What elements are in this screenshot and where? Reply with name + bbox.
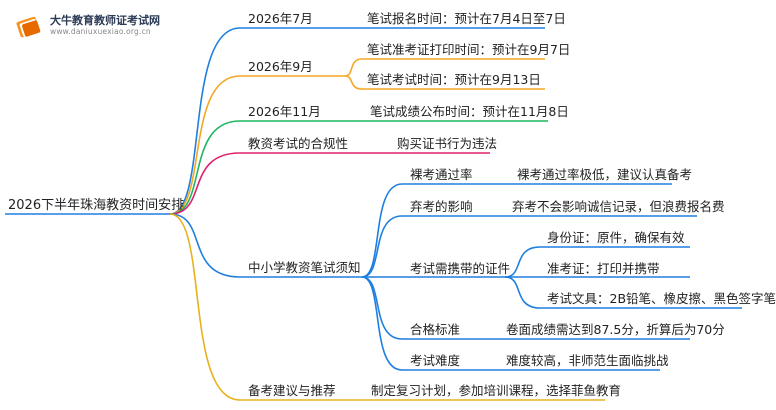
leaf-admission-ticket: 准考证：打印并携带	[547, 261, 660, 276]
connector-id-card	[504, 246, 541, 278]
branch-nov: 2026年11月	[248, 104, 321, 119]
branch-compliance: 教资考试的合规性	[248, 136, 349, 151]
connector-compliance	[169, 152, 241, 215]
leaf-difficulty-detail: 难度较高，非师范生面临挑战	[506, 353, 669, 368]
sub-documents: 考试需携带的证件	[410, 261, 511, 276]
brand-title: 大牛教育教师证考试网	[50, 14, 160, 27]
branch-sep: 2026年9月	[248, 59, 313, 74]
leaf-score-release: 笔试成绩公布时间：预计在11月8日	[370, 104, 569, 119]
leaf-absence-detail: 弃考不会影响诚信记录，但浪费报名费	[512, 199, 725, 214]
sub-pass-standard: 合格标准	[410, 322, 461, 337]
leaf-admission-print: 笔试准考证打印时间：预计在9月7日	[367, 42, 571, 57]
root-node: 2026下半年珠海教资时间安排	[8, 198, 185, 213]
connector-difficulty	[361, 276, 403, 371]
connector-advice	[169, 213, 241, 401]
book-logo-icon	[16, 16, 41, 38]
connector-stationery	[504, 276, 541, 309]
sub-absence: 弃考的影响	[410, 199, 473, 214]
sub-difficulty: 考试难度	[410, 353, 461, 368]
connector-sep	[169, 75, 241, 215]
leaf-registration: 笔试报名时间：预计在7月4日至7日	[367, 11, 566, 26]
leaf-score-detail: 卷面成绩需达到87.5分，折算后为70分	[506, 322, 725, 337]
leaf-stationery: 考试文具：2B铅笔、橡皮擦、黑色签字笔	[547, 291, 776, 306]
branch-advice: 备考建议与推荐	[248, 383, 336, 398]
leaf-study-plan: 制定复习计划，参加培训课程，选择菲鱼教育	[371, 383, 622, 398]
sub-pass-rate: 裸考通过率	[410, 167, 473, 182]
branch-jul: 2026年7月	[248, 11, 313, 26]
leaf-pass-rate-detail: 裸考通过率极低，建议认真备考	[517, 167, 693, 182]
connector-nov	[169, 120, 241, 215]
leaf-exam-date: 笔试考试时间：预计在9月13日	[367, 72, 541, 87]
brand-url: www.daniuxuexiao.org.cn	[50, 27, 151, 36]
connector-pass-rate	[361, 183, 403, 278]
mind-map: 大牛教育教师证考试网 www.daniuxuexiao.org.cn 2026下…	[5, 11, 776, 401]
connector-pass-standard	[361, 276, 403, 340]
leaf-id-card: 身份证：原件，确保有效	[547, 230, 685, 245]
leaf-illegal: 购买证书行为违法	[397, 136, 498, 151]
branch-notice: 中小学教资笔试须知	[248, 260, 361, 275]
connector-exam-date	[344, 75, 363, 90]
connector-admission-print	[344, 58, 363, 77]
connector-notice	[169, 213, 241, 278]
connector-lines	[5, 27, 742, 401]
connector-jul	[169, 27, 241, 215]
connector-absence	[361, 215, 403, 278]
